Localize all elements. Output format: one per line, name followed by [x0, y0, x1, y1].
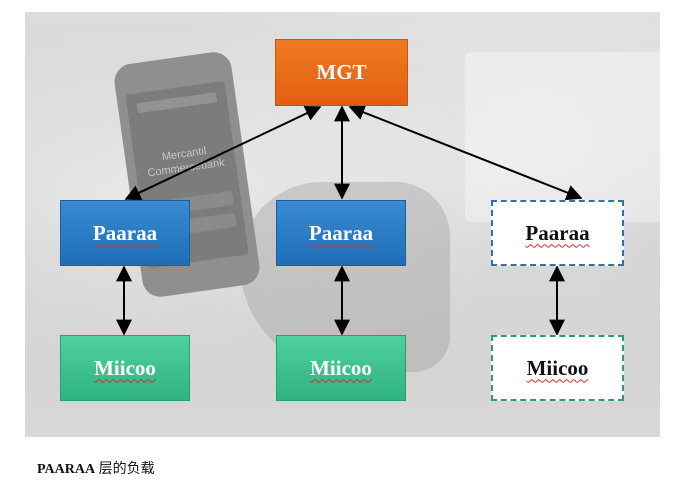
- node-paaraa-3: Paaraa: [491, 200, 624, 266]
- edge-mgt-paaraa-1: [124, 105, 322, 201]
- node-paaraa-3-label: Paaraa: [525, 220, 590, 245]
- caption-bold: PAARAA: [37, 462, 96, 477]
- diagram-figure: Mercantil Commercebank MGT Paaraa Paaraa…: [25, 12, 660, 437]
- node-paaraa-2-label: Paaraa: [308, 220, 374, 245]
- node-miicoo-3: Miicoo: [491, 335, 624, 401]
- edge-mgt-paaraa-3: [348, 104, 583, 201]
- figure-caption: PAARAA 层的负载: [37, 458, 155, 478]
- caption-rest: 层的负载: [95, 462, 155, 477]
- node-miicoo-1-label: Miicoo: [94, 355, 156, 380]
- node-paaraa-2: Paaraa: [276, 200, 406, 266]
- node-miicoo-2-label: Miicoo: [310, 355, 372, 380]
- node-paaraa-1: Paaraa: [60, 200, 190, 266]
- node-miicoo-3-label: Miicoo: [526, 355, 589, 380]
- node-mgt: MGT: [275, 39, 408, 106]
- node-paaraa-1-label: Paaraa: [92, 220, 158, 245]
- node-mgt-label: MGT: [316, 60, 367, 84]
- node-miicoo-1: Miicoo: [60, 335, 190, 401]
- node-miicoo-2: Miicoo: [276, 335, 406, 401]
- connector-arrows: [116, 104, 583, 336]
